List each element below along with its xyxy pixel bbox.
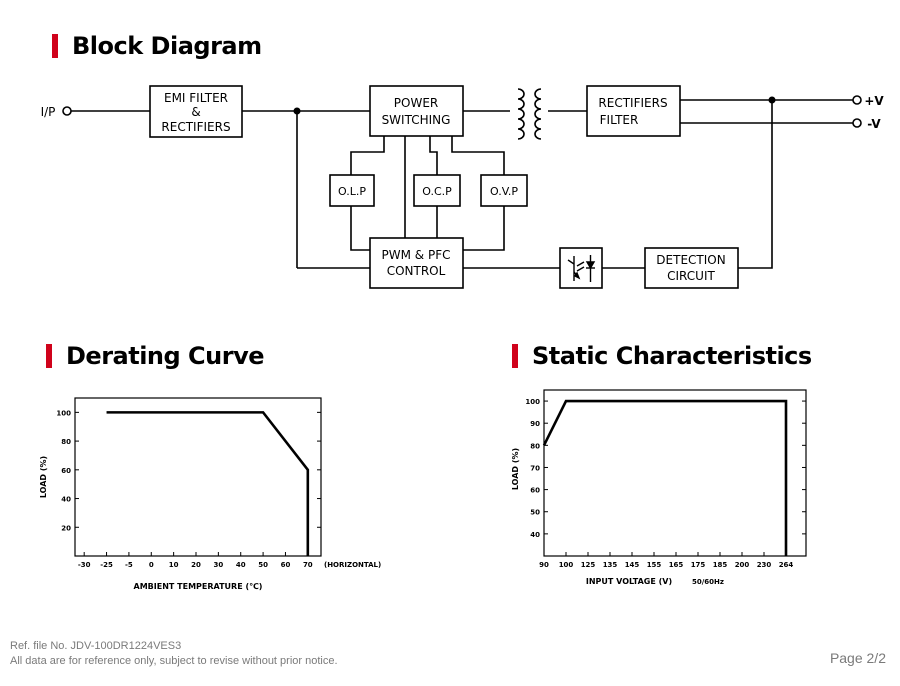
static-x-axis-note: 50/60Hz — [692, 578, 724, 586]
static-x-tick-label: 264 — [779, 561, 794, 569]
derating-x-tick-label: -25 — [100, 561, 113, 569]
static-x-tick-label: 100 — [559, 561, 574, 569]
pwm-pfc-line2: CONTROL — [387, 264, 446, 278]
emi-filter-line1: EMI FILTER — [164, 91, 228, 105]
derating-y-tick-label: 60 — [61, 467, 71, 475]
input-terminal — [62, 106, 72, 116]
static-y-tick-label: 40 — [530, 531, 540, 539]
photo-coupler-icon — [567, 255, 596, 282]
positive-output-terminal — [852, 95, 862, 105]
rectifiers-filter-line2: FILTER — [600, 113, 639, 127]
junction-dot — [768, 96, 776, 104]
static-plot-frame — [543, 389, 807, 557]
transformer-secondary-coil — [534, 88, 542, 140]
power-switching-box — [369, 85, 464, 137]
static-x-axis-label: INPUT VOLTAGE (V) — [586, 577, 672, 586]
olp-label: O.L.P — [338, 185, 366, 198]
rectifiers-filter-line1: RECTIFIERS — [598, 96, 667, 110]
derating-xtick-note: (HORIZONTAL) — [324, 561, 381, 569]
block-diagram-title: Block Diagram — [72, 32, 262, 60]
static-y-tick-label: 90 — [530, 420, 540, 428]
static-x-tick-label: 230 — [757, 561, 772, 569]
negative-output-terminal — [852, 118, 862, 128]
derating-y-tick-label: 80 — [61, 438, 71, 446]
emi-filter-line2: & — [191, 105, 200, 119]
pwm-pfc-box — [369, 237, 464, 289]
static-x-tick-label: 175 — [691, 561, 706, 569]
static-x-tick-label: 185 — [713, 561, 728, 569]
pwm-pfc-line1: PWM & PFC — [382, 248, 451, 262]
derating-y-tick-label: 100 — [56, 409, 71, 417]
static-x-tick-label: 125 — [581, 561, 596, 569]
derating-x-tick-label: 0 — [149, 561, 154, 569]
static-x-tick-label: 165 — [669, 561, 684, 569]
static-characteristics-title: Static Characteristics — [532, 342, 812, 370]
static-series-line — [542, 399, 788, 556]
static-x-tick-label: 200 — [735, 561, 750, 569]
derating-x-tick-label: 70 — [303, 561, 313, 569]
page-number: Page 2/2 — [829, 650, 886, 666]
static-x-tick-label: 145 — [625, 561, 640, 569]
derating-plot-frame — [74, 397, 322, 557]
static-y-tick-label: 70 — [530, 464, 540, 472]
derating-x-tick-label: 60 — [281, 561, 291, 569]
static-y-tick-label: 50 — [530, 509, 540, 517]
block-diagram: I/P EMI FILTER & RECTIFIERS POWER SWITCH… — [41, 85, 884, 289]
derating-curve-title: Derating Curve — [66, 342, 265, 370]
reference-file-number: Ref. file No. JDV-100DR1224VES3 — [10, 640, 182, 652]
derating-x-tick-label: 40 — [236, 561, 246, 569]
static-y-tick-label: 100 — [525, 398, 540, 406]
ovp-label: O.V.P — [490, 185, 518, 198]
derating-x-axis-label: AMBIENT TEMPERATURE (℃) — [134, 582, 263, 591]
derating-y-tick-label: 20 — [61, 524, 71, 532]
heading-accent-bar — [46, 344, 52, 368]
derating-curve-heading: Derating Curve — [46, 342, 265, 370]
static-x-tick-label: 135 — [603, 561, 618, 569]
static-y-tick-label: 80 — [530, 442, 540, 450]
derating-x-tick-label: 20 — [191, 561, 201, 569]
derating-y-tick-label: 40 — [61, 496, 71, 504]
emi-filter-line3: RECTIFIERS — [161, 120, 230, 134]
junction-dot — [293, 107, 301, 115]
static-x-tick-label: 155 — [647, 561, 662, 569]
derating-x-tick-label: 30 — [213, 561, 223, 569]
detection-circuit-line2: CIRCUIT — [667, 269, 715, 283]
olp-box — [329, 174, 375, 207]
transformer-primary-coil — [517, 88, 525, 140]
block-diagram-heading: Block Diagram — [52, 32, 262, 60]
static-characteristics-heading: Static Characteristics — [512, 342, 812, 370]
derating-series-line — [106, 411, 310, 556]
static-x-tick-label: 90 — [539, 561, 549, 569]
disclaimer-notice: All data are for reference only, subject… — [10, 655, 338, 667]
heading-accent-bar — [512, 344, 518, 368]
derating-x-tick-label: -5 — [125, 561, 133, 569]
static-y-tick-label: 60 — [530, 487, 540, 495]
positive-output-label: +V — [864, 94, 884, 108]
rectifiers-filter-box — [586, 85, 681, 137]
derating-x-tick-label: -30 — [78, 561, 91, 569]
input-label: I/P — [41, 105, 56, 119]
power-switching-line1: POWER — [394, 96, 438, 110]
power-switching-line2: SWITCHING — [382, 113, 451, 127]
heading-accent-bar — [52, 34, 58, 58]
derating-x-tick-label: 50 — [258, 561, 268, 569]
derating-x-tick-label: 10 — [169, 561, 179, 569]
ocp-label: O.C.P — [422, 185, 452, 198]
detection-circuit-line1: DETECTION — [656, 253, 725, 267]
static-y-axis-label: LOAD (%) — [511, 448, 520, 490]
negative-output-label: -V — [867, 117, 881, 131]
derating-y-axis-label: LOAD (%) — [39, 456, 48, 498]
